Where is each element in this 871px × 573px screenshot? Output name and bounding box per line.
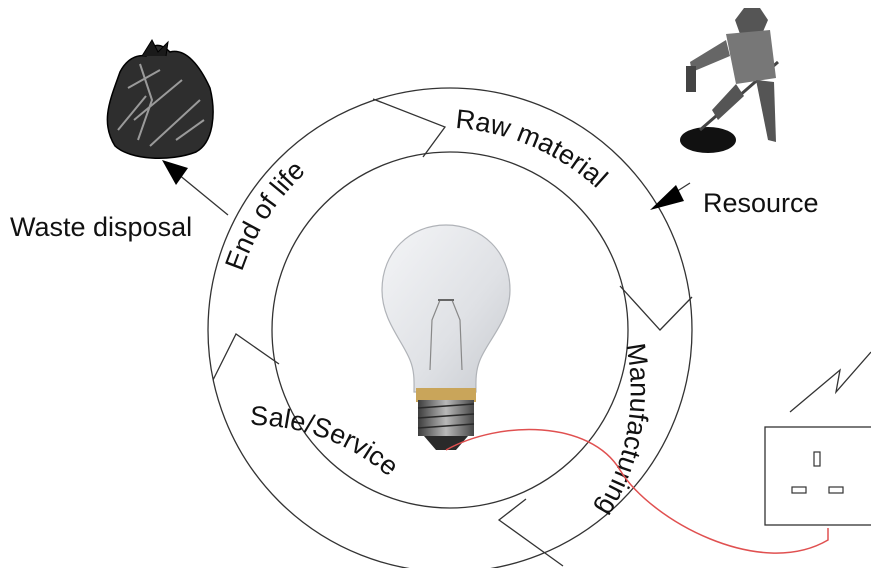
stage-sale-text: Sale/Service <box>250 401 405 482</box>
power-socket-icon <box>764 426 871 526</box>
separator-raw-mfg <box>619 285 693 331</box>
light-bulb-icon <box>381 224 511 450</box>
stage-label-end-of-life: End of life <box>219 155 310 274</box>
lightning-icon <box>789 351 871 413</box>
stage-raw-text: Raw material <box>454 104 613 193</box>
worker-shoveling-icon <box>680 8 779 153</box>
garbage-bag-icon <box>106 38 214 159</box>
stage-eol-text: End of life <box>219 155 310 274</box>
separator-mfg-sale <box>497 498 564 567</box>
waste-disposal-label: Waste disposal <box>10 212 193 242</box>
stage-mfg-text: Manufacturing <box>591 341 655 522</box>
inner-ring <box>271 151 629 509</box>
resource-label: Resource <box>703 188 819 218</box>
stage-separators <box>212 98 693 567</box>
stage-label-raw-material: Raw material <box>454 104 613 193</box>
stage-label-manufacturing: Manufacturing <box>591 341 655 522</box>
stage-label-sale-service: Sale/Service <box>250 401 405 482</box>
resource-arrow <box>650 182 691 210</box>
waste-arrow <box>162 160 229 216</box>
separator-eol-raw <box>372 98 447 158</box>
separator-sale-eol <box>212 333 280 381</box>
power-cable <box>445 428 829 554</box>
